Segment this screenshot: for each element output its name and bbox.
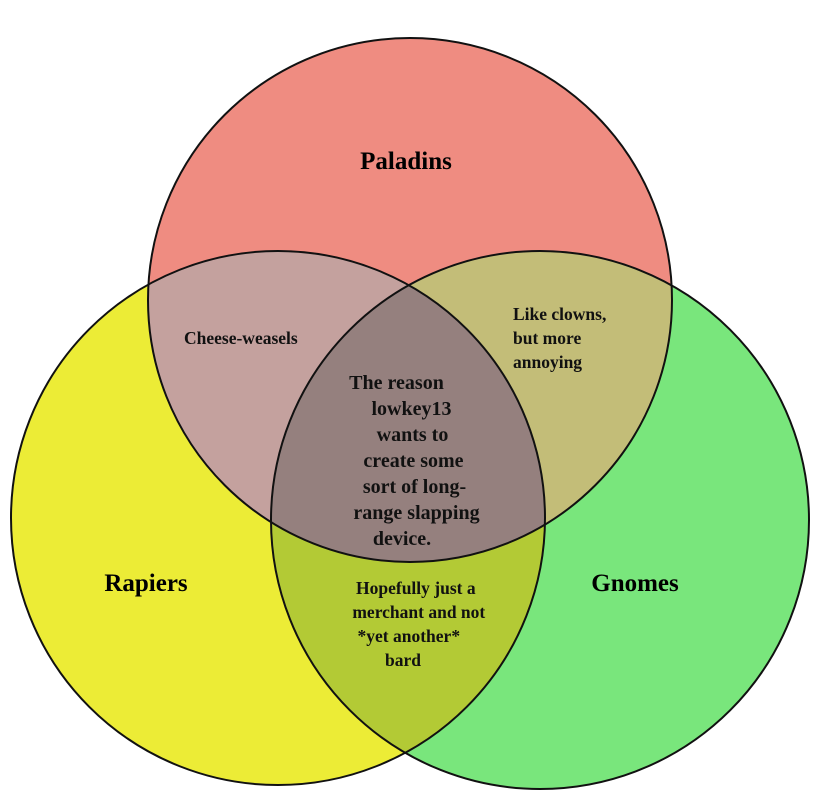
gnomes-outline (270, 250, 810, 790)
all-three-line: device. (373, 528, 431, 550)
paladins-label: Paladins (360, 148, 452, 175)
paladins-rapiers-text: Cheese-weasels (184, 328, 298, 348)
rapiers-gnomes-line: Hopefully just a (356, 578, 476, 598)
rapiers-gnomes-line: *yet another* (358, 626, 461, 646)
all-three-line: wants to (377, 424, 449, 446)
rapiers-gnomes-text: Hopefully just a merchant and not *yet a… (352, 578, 489, 670)
rapiers-gnomes-line: bard (385, 650, 421, 670)
all-three-line: The reason (349, 372, 444, 394)
rapiers-gnomes-line: merchant and not (352, 602, 485, 622)
paladins-gnomes-line: but more (513, 328, 581, 348)
all-three-text: The reason lowkey13 wants to create some… (349, 372, 484, 550)
paladins-gnomes-text: Like clowns, but more annoying (513, 304, 611, 372)
paladins-rapiers-line: Cheese-weasels (184, 328, 298, 348)
rapiers-label: Rapiers (104, 570, 188, 597)
all-three-line: lowkey13 (372, 398, 452, 420)
all-three-line: range slapping (353, 502, 479, 524)
paladins-gnomes-line: annoying (513, 352, 582, 372)
all-three-line: sort of long- (363, 476, 466, 498)
paladins-outline (147, 37, 673, 563)
paladins-gnomes-line: Like clowns, (513, 304, 606, 324)
all-three-overlap (271, 251, 545, 562)
all-three-line: create some (363, 450, 463, 472)
rapiers-outline (10, 250, 546, 786)
gnomes-label: Gnomes (591, 570, 679, 597)
